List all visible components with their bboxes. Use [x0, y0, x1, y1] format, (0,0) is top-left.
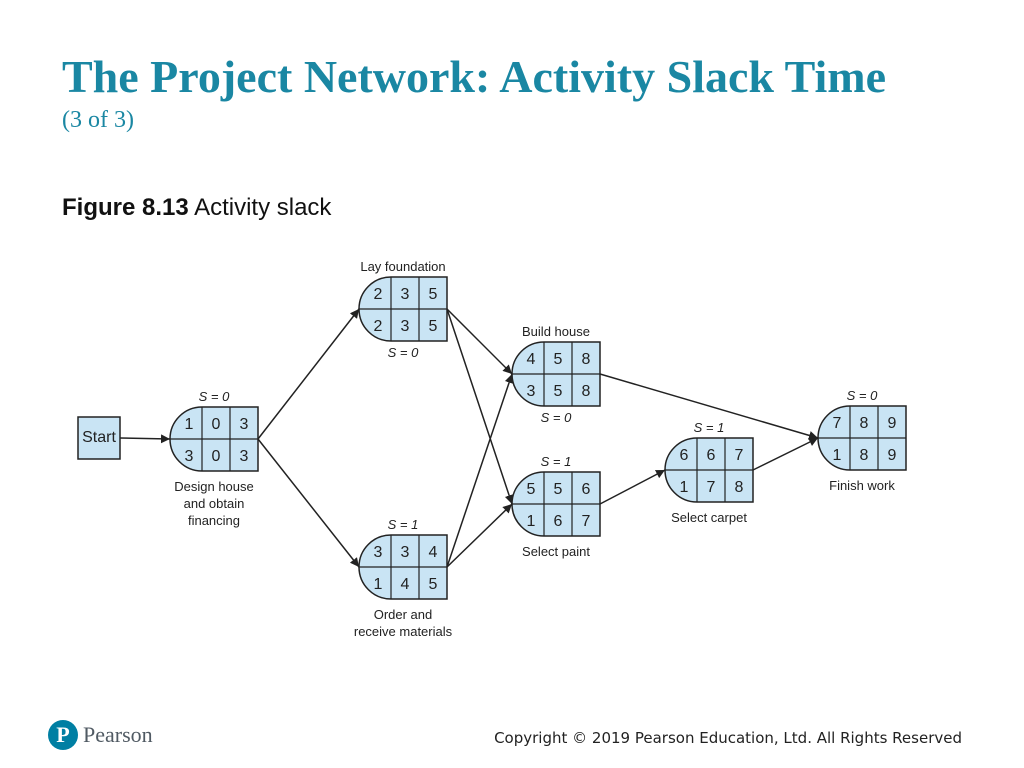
node-bottom-value: 3: [401, 318, 410, 335]
start-box: [77, 416, 121, 460]
node-bottom-value: 7: [582, 513, 591, 530]
activity-label: Finish work: [829, 478, 895, 493]
node-top-value: 3: [374, 544, 383, 561]
slack-label: S = 1: [541, 454, 572, 469]
start-label: Start: [82, 429, 116, 446]
node-top-value: 9: [888, 415, 897, 432]
node-bottom-value: 2: [374, 318, 383, 335]
node-top-value: 3: [240, 416, 249, 433]
node-bottom-value: 9: [888, 447, 897, 464]
node-bottom-value: 8: [860, 447, 869, 464]
node-top-value: 7: [735, 447, 744, 464]
slack-label: S = 0: [388, 345, 419, 360]
node-bottom-value: 4: [401, 576, 410, 593]
slide-subtitle: (3 of 3): [62, 107, 134, 133]
activity-label: receive materials: [354, 624, 453, 639]
node-bottom-value: 1: [833, 447, 842, 464]
node-carpet: 6 6 7 1 7 8 S = 1 Select carpet: [664, 420, 754, 525]
figure-label: Figure 8.13: [62, 194, 189, 221]
node-top-value: 4: [429, 544, 438, 561]
nodes: Start 1 0 3 3 0 3 S = 0 Design house and obtain f…: [77, 259, 907, 639]
node-top-value: 6: [582, 481, 591, 498]
slack-label: S = 0: [541, 410, 572, 425]
node-top-value: 3: [401, 544, 410, 561]
node-top-value: 5: [527, 481, 536, 498]
node-top-value: 2: [374, 286, 383, 303]
node-bottom-value: 3: [527, 383, 536, 400]
activity-label: Select paint: [522, 544, 590, 559]
figure-caption-text: Activity slack: [194, 194, 332, 221]
node-top-value: 7: [833, 415, 842, 432]
node-bottom-value: 3: [185, 448, 194, 465]
node-bottom-value: 1: [527, 513, 536, 530]
activity-label: Design house: [174, 479, 254, 494]
node-top-value: 5: [429, 286, 438, 303]
node-top-value: 1: [185, 416, 194, 433]
node-design: 1 0 3 3 0 3 S = 0 Design house and obtain financi…: [169, 389, 259, 528]
node-materials: 3 3 4 1 4 5 S = 1 Order and receive materials: [354, 517, 453, 639]
node-build: 4 5 8 3 5 8 S = 0 Build house: [511, 324, 601, 425]
activity-label: Order and: [374, 607, 433, 622]
pearson-logo-text: Pearson: [83, 722, 153, 747]
node-bottom-value: 8: [735, 479, 744, 496]
node-top-value: 4: [527, 351, 536, 368]
node-bottom-value: 5: [429, 576, 438, 593]
slack-label: S = 0: [847, 388, 878, 403]
edge-materials-to-build: [446, 373, 514, 568]
node-top-value: 8: [860, 415, 869, 432]
activity-label: Select carpet: [671, 510, 747, 525]
edge-build-to-finish: [599, 373, 819, 440]
activity-label: financing: [188, 513, 240, 528]
node-bottom-value: 6: [554, 513, 563, 530]
node-bottom-value: 5: [554, 383, 563, 400]
node-foundation: 2 3 5 2 3 5 S = 0 Lay foundation: [358, 259, 448, 360]
edge-foundation-to-build: [446, 308, 513, 375]
edge-start-to-design: [119, 434, 171, 444]
node-top-value: 0: [212, 416, 221, 433]
node-finish: 7 8 9 1 8 9 S = 0 Finish work: [817, 388, 907, 493]
figure-caption: Figure 8.13 Activity slack: [62, 194, 331, 222]
node-bottom-value: 8: [582, 383, 591, 400]
node-bottom-value: 5: [429, 318, 438, 335]
node-top-value: 3: [401, 286, 410, 303]
activity-label: and obtain: [184, 496, 245, 511]
edge-design-to-foundation: [257, 308, 360, 440]
slack-label: S = 1: [388, 517, 419, 532]
node-bottom-value: 1: [374, 576, 383, 593]
node-bottom-value: 3: [240, 448, 249, 465]
slack-label: S = 1: [694, 420, 725, 435]
slide-title: The Project Network: Activity Slack Time: [62, 51, 887, 102]
start-node: Start: [77, 416, 121, 460]
pearson-logo-icon: P: [48, 720, 78, 750]
node-top-value: 8: [582, 351, 591, 368]
node-bottom-value: 7: [707, 479, 716, 496]
node-bottom-value: 0: [212, 448, 221, 465]
edge-foundation-to-paint: [446, 308, 514, 505]
node-bottom-value: 1: [680, 479, 689, 496]
node-top-value: 5: [554, 481, 563, 498]
edges: [119, 308, 819, 568]
node-paint: 5 5 6 1 6 7 S = 1 Select paint: [511, 454, 601, 559]
pearson-logo: P Pearson: [48, 720, 153, 750]
node-top-value: 6: [680, 447, 689, 464]
node-top-value: 5: [554, 351, 563, 368]
edge-materials-to-paint: [446, 503, 513, 568]
slack-label: S = 0: [199, 389, 230, 404]
activity-label: Build house: [522, 324, 590, 339]
edge-paint-to-carpet: [599, 469, 666, 505]
edge-design-to-materials: [257, 438, 360, 568]
copyright-notice: Copyright © 2019 Pearson Education, Ltd.…: [494, 729, 962, 747]
activity-label: Lay foundation: [360, 259, 445, 274]
edge-carpet-to-finish: [752, 437, 819, 471]
node-top-value: 6: [707, 447, 716, 464]
